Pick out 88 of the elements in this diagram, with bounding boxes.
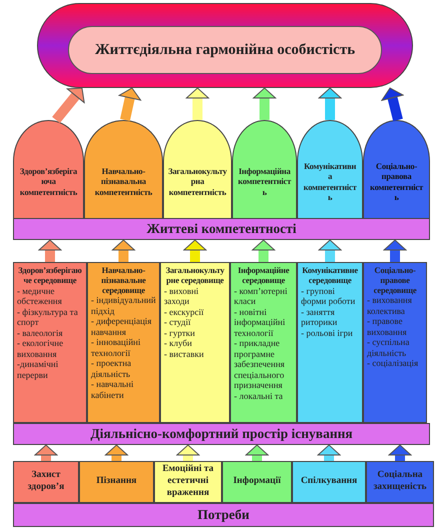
list-item: - виховні заходи: [164, 286, 200, 307]
list-item: -динамічні перерви: [17, 359, 60, 380]
need-box: [222, 461, 292, 503]
list-item: - медичне обстеження: [17, 286, 63, 307]
block-arrow: [318, 88, 342, 120]
arch-shape: [297, 120, 363, 218]
list-item: - диференціація навчання: [91, 316, 153, 338]
list-item: - групові форми роботи: [301, 286, 356, 307]
node-label: Соціально-правова компетентність: [369, 161, 424, 202]
block-arrow: [112, 240, 135, 262]
panel-heading: Здоров’язберігаюче середовище: [17, 266, 83, 286]
node-label: Загальнокультурна компетентність: [168, 166, 227, 197]
block-arrow: [38, 240, 62, 262]
list-item: - інноваційні технології: [91, 337, 142, 358]
band-bar: [13, 218, 430, 240]
list-item: - правове виховання: [367, 316, 408, 338]
block-arrow: [381, 88, 404, 122]
list-item: - комп’ютерні класи: [234, 286, 288, 307]
node-label: Пізнання: [96, 476, 137, 488]
environment-panel: [87, 262, 160, 423]
block-arrow: [384, 240, 406, 262]
node-label: Життеві компетентності: [146, 221, 296, 237]
block-arrow: [118, 88, 142, 122]
need-box: [79, 461, 154, 503]
panel-heading: Навчально-пізнавальне середовище: [100, 266, 147, 296]
panel-heading: Загальнокультурне середовище: [164, 266, 226, 286]
node-label: Інформаційна компетентність: [237, 166, 292, 197]
arch-shape: [232, 120, 297, 218]
block-arrow: [184, 240, 206, 262]
node-label: Спілкування: [300, 476, 358, 488]
block-arrow: [105, 444, 128, 461]
block-arrow: [246, 444, 268, 461]
list-item: - індивідуальний підхід: [91, 295, 156, 316]
block-arrow: [388, 444, 412, 461]
band-bar: [13, 423, 430, 445]
list-item: - екскурсії: [164, 306, 205, 318]
node-label: Інформації: [233, 476, 281, 488]
node-label: Потреби: [198, 507, 250, 523]
list-item: - виставки: [164, 348, 205, 360]
list-item: - соціалізація: [367, 358, 420, 369]
node-label: Навчально-пізнавальна компетентність: [94, 166, 154, 197]
list-item: - прикладне програмне забезпечення спеціального призначення: [234, 338, 286, 391]
environment-panel: [13, 262, 87, 423]
block-arrow: [318, 444, 340, 461]
list-item: - навчальні кабінети: [91, 379, 134, 400]
list-item: - гуртки: [164, 328, 196, 338]
block-arrow: [186, 88, 209, 120]
node-label: Емоційні та естетичні враження: [161, 464, 215, 500]
band-bar: [13, 503, 434, 527]
title-label: Життєдіяльна гармонійна особистість: [68, 26, 382, 74]
panel-heading: Комунікативне середовище: [301, 266, 359, 286]
environment-panel: [160, 262, 230, 423]
list-item: - локальні та: [234, 390, 284, 402]
arch-shape: [163, 120, 232, 218]
node-label: Діяльнісно-комфортний простір існування: [90, 426, 353, 442]
list-item: - заняття риторики: [301, 306, 338, 328]
list-item: - виховання колектива: [367, 295, 413, 316]
block-arrow: [176, 444, 200, 461]
list-item: - екологічне виховання: [17, 338, 64, 360]
list-item: - рольові ігри: [301, 328, 354, 338]
list-item: - клуби: [164, 338, 193, 349]
need-box: [154, 461, 222, 503]
node-label: Здоров’язберігаюча компетентність: [18, 166, 78, 197]
need-box: [366, 461, 434, 503]
arch-shape: [363, 120, 430, 218]
block-arrow: [318, 240, 342, 262]
block-arrow: [52, 88, 85, 124]
environment-panel: [297, 262, 363, 423]
panel-heading: Інформаційне середовище: [236, 266, 290, 286]
need-box: [292, 461, 366, 503]
list-item: - суспільна діяльність: [367, 337, 410, 358]
node-label: Комунікативна компетентність: [302, 161, 358, 202]
block-arrow: [253, 88, 276, 120]
arch-shape: [84, 120, 163, 218]
node-label: Соціальна захищеність: [372, 470, 428, 494]
block-arrow: [252, 240, 275, 262]
need-box: [13, 461, 79, 503]
block-arrow: [34, 444, 58, 461]
list-item: - проектна діяльність: [91, 358, 132, 380]
environment-panel: [363, 262, 427, 423]
list-item: - студії: [164, 317, 192, 328]
list-item: - валеологія: [17, 328, 64, 338]
arch-shape: [13, 120, 84, 218]
list-item: - новітні інформаційні технології: [234, 306, 286, 338]
panel-heading: Соціально-правове середовище: [372, 266, 418, 296]
environment-panel: [230, 262, 297, 423]
node-label: Захист здоров’я: [26, 470, 66, 494]
list-item: - фізкультура та спорт: [17, 306, 79, 328]
